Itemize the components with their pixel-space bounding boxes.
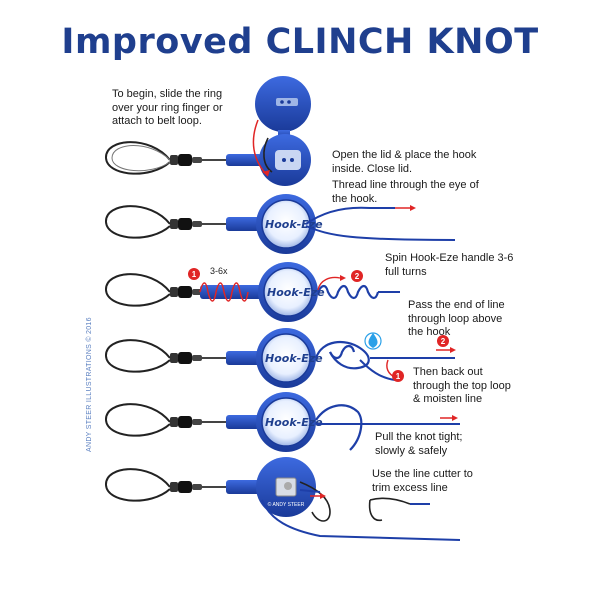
turns-label: 3-6x <box>210 266 228 276</box>
svg-text:Hook-Eze: Hook-Eze <box>265 352 323 365</box>
hook <box>263 137 273 173</box>
svg-text:2: 2 <box>355 272 360 281</box>
tool-row-3: 1 Hook-Eze 2 <box>104 262 400 322</box>
svg-text:Hook-Eze: Hook-Eze <box>267 286 325 299</box>
spin-arrows <box>199 282 249 302</box>
fishing-line <box>305 206 395 225</box>
tool-row-6: © ANDY STEER <box>104 457 461 541</box>
svg-text:2: 2 <box>441 337 446 346</box>
svg-text:1: 1 <box>396 372 401 381</box>
water-drop-icon <box>368 333 378 348</box>
tool-row-2: Hook-Eze <box>104 194 456 254</box>
svg-text:Hook-Eze: Hook-Eze <box>265 416 323 429</box>
maker-mark: © ANDY STEER <box>268 501 305 508</box>
step-pull-text: Pull the knot tight;slowly & safely <box>375 431 463 457</box>
svg-text:1: 1 <box>192 270 197 279</box>
hook-icon <box>299 481 331 522</box>
arrow-curve <box>252 119 269 177</box>
tool-row-1 <box>104 76 311 186</box>
tool-row-5: Hook-Eze <box>104 392 460 452</box>
tool-row-4: Hook-Eze 2 1 <box>104 328 456 388</box>
page-title: Improved CLINCH KNOT <box>61 22 539 62</box>
